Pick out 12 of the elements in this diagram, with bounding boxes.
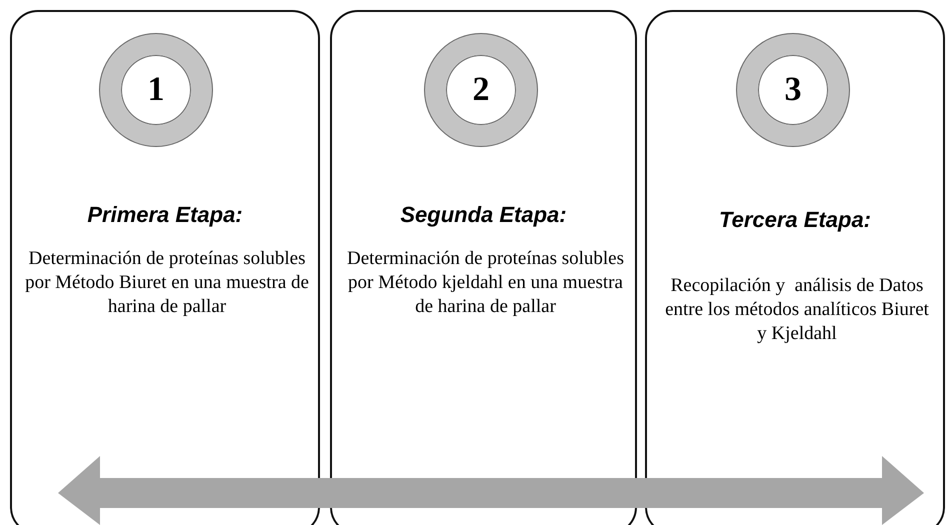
stage-heading: Tercera Etapa: xyxy=(718,207,872,233)
stage-heading: Primera Etapa: xyxy=(86,202,244,228)
number-circle: 2 xyxy=(425,34,537,146)
stage-heading: Segunda Etapa: xyxy=(399,202,568,228)
stage-description: Determinación de proteínas solubles por Método Biuret en una muestra de harina de pallar xyxy=(24,247,310,318)
stage-description: Recopilación y análisis de Datos entre los métodos analíticos Biuret y Kjeldahl xyxy=(664,274,930,346)
number-circle: 1 xyxy=(100,34,212,146)
stage-panel xyxy=(645,10,945,525)
stage-panel xyxy=(330,10,637,525)
stage-panel xyxy=(10,10,320,525)
number-circle: 3 xyxy=(737,34,849,146)
stage-description: Determinación de proteínas solubles por Método kjeldahl en una muestra de harina de pallar xyxy=(346,247,625,318)
